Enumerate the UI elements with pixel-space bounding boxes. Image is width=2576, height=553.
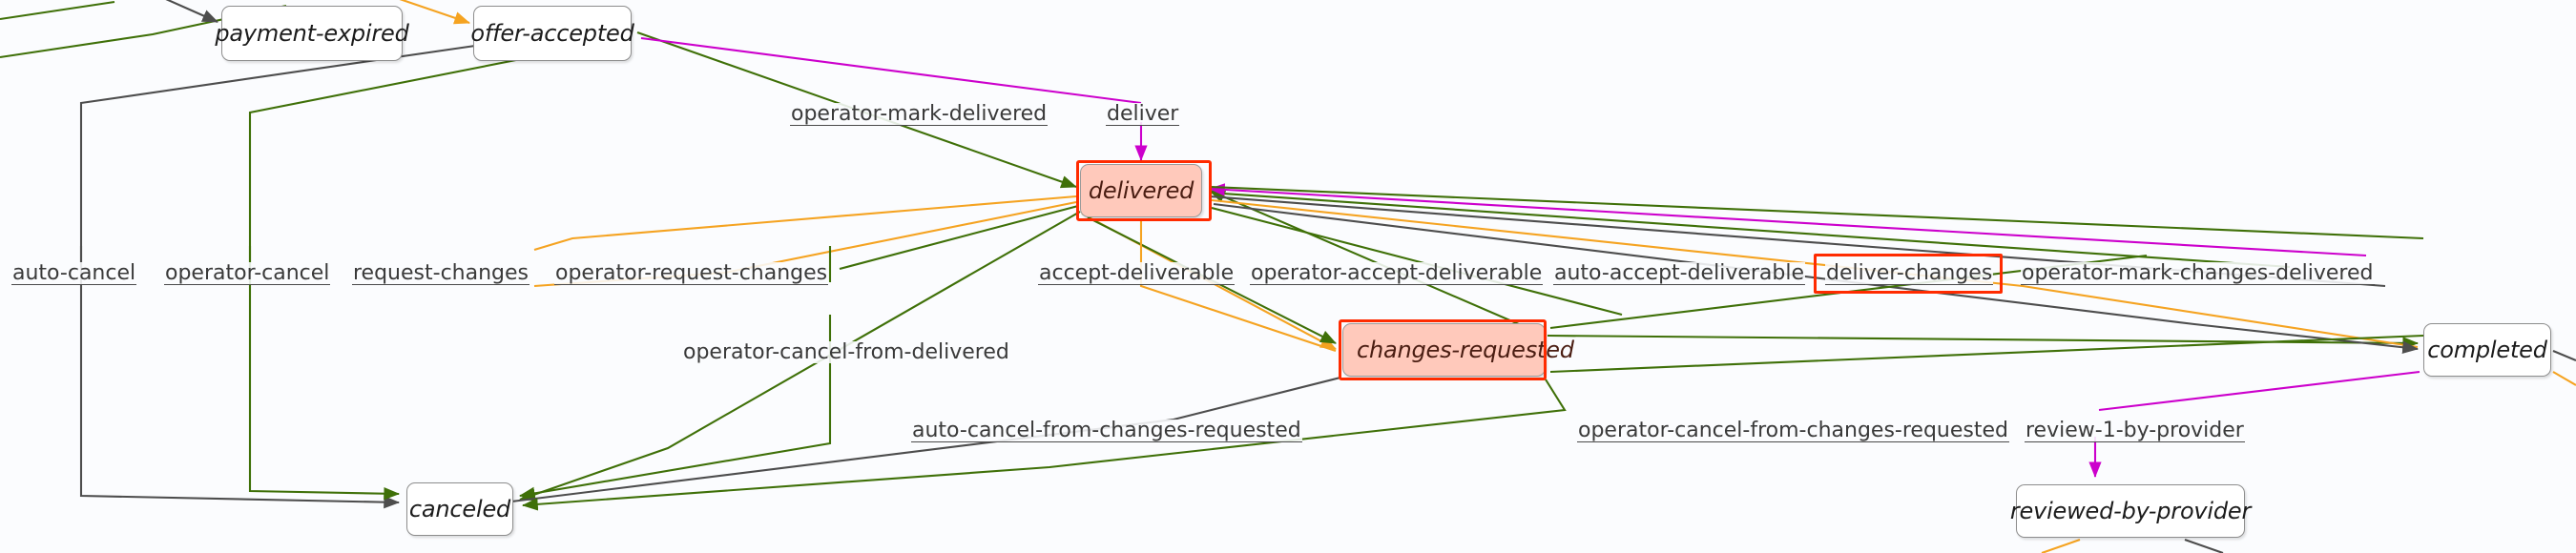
node-label: completed: [2427, 337, 2547, 363]
node-label: reviewed-by-provider: [2009, 498, 2252, 524]
node-label: payment-expired: [215, 20, 409, 47]
node-delivered[interactable]: delivered: [1080, 164, 1202, 217]
node-offer-accepted[interactable]: offer-accepted: [470, 6, 634, 61]
edge-delivered-to-completed-gray: [1213, 202, 2420, 354]
edge-offer-accepted-to-deliver-label: [640, 36, 1142, 105]
edge-delivered-to-cancel-label: [839, 204, 1079, 271]
edge-label-operator-mark-changes-delivered[interactable]: operator-mark-changes-delivered: [2021, 261, 2375, 286]
edge-label-deliver-changes[interactable]: deliver-changes: [1825, 261, 1994, 286]
edge-completed-out-gray: [2552, 350, 2576, 361]
node-changes-requested[interactable]: changes-requested: [1342, 323, 1574, 377]
edge-label-operator-cancel-from-delivered[interactable]: operator-cancel-from-delivered: [682, 340, 1010, 364]
node-canceled[interactable]: canceled: [406, 482, 513, 536]
node-label: offer-accepted: [470, 20, 634, 47]
edge-label-auto-accept-deliverable[interactable]: auto-accept-deliverable: [1553, 261, 1806, 286]
edge-to-payment-expired: [165, 0, 218, 23]
node-reviewed-by-provider[interactable]: reviewed-by-provider: [2010, 484, 2251, 538]
edge-label-auto-cancel-from-changes-requested[interactable]: auto-cancel-from-changes-requested: [911, 419, 1302, 443]
edge-delivered-to-completed-orange: [1211, 198, 2419, 349]
edge-label-auto-cancel[interactable]: auto-cancel: [11, 261, 137, 286]
node-label: delivered: [1088, 177, 1195, 204]
edge-green-long-to-delivered: [1209, 185, 2424, 240]
edge-label-operator-cancel-from-changes-requested[interactable]: operator-cancel-from-changes-requested: [1577, 419, 2009, 443]
edge-completed-out-orange: [2552, 371, 2576, 386]
edge-delivered-bottom-orange: [1139, 219, 1337, 352]
edge-label-operator-request-changes[interactable]: operator-request-changes: [554, 261, 829, 286]
edge-request-changes-orange: [533, 195, 1077, 252]
edge-reviewed-by-provider-out-gray: [2184, 539, 2224, 553]
edge-label-request-changes[interactable]: request-changes: [352, 261, 530, 286]
node-payment-expired[interactable]: payment-expired: [215, 6, 409, 61]
edge-accept-deliverable-to-delivered: [1209, 191, 2291, 269]
edge-label-operator-accept-deliverable[interactable]: operator-accept-deliverable: [1250, 261, 1544, 286]
edge-payment-expired-to-canceled: [79, 44, 476, 509]
edge-label-accept-deliverable[interactable]: accept-deliverable: [1038, 261, 1236, 286]
node-label: changes-requested: [1357, 337, 1574, 363]
edge-label-operator-cancel[interactable]: operator-cancel: [164, 261, 331, 286]
node-label: canceled: [408, 496, 511, 522]
edge-payment-expired-to-offer-accepted: [399, 0, 470, 25]
node-completed[interactable]: completed: [2423, 323, 2551, 377]
edge-operator-cancel-from-delivered-to-canceled: [518, 368, 832, 500]
edge-crossing-green-1: [1211, 206, 1623, 317]
edge-completed-to-review-label: [2098, 370, 2420, 412]
edge-label-deliver[interactable]: deliver: [1106, 102, 1180, 127]
edge-operator-cancel-from-changes-requested: [521, 379, 1567, 511]
edge-green-topleft-2: [0, 0, 115, 21]
edge-deliver-changes-to-delivered-magenta: [1208, 183, 2367, 257]
edge-offer-accepted-to-canceled: [248, 55, 531, 501]
edge-label-operator-mark-delivered[interactable]: operator-mark-delivered: [790, 102, 1049, 127]
edge-label-review-1-by-provider[interactable]: review-1-by-provider: [2025, 419, 2245, 443]
edge-crossing-green-3: [1549, 334, 2424, 374]
edge-delivered-to-canceled: [519, 211, 1081, 502]
edge-reviewed-by-provider-out-orange: [2041, 539, 2081, 553]
